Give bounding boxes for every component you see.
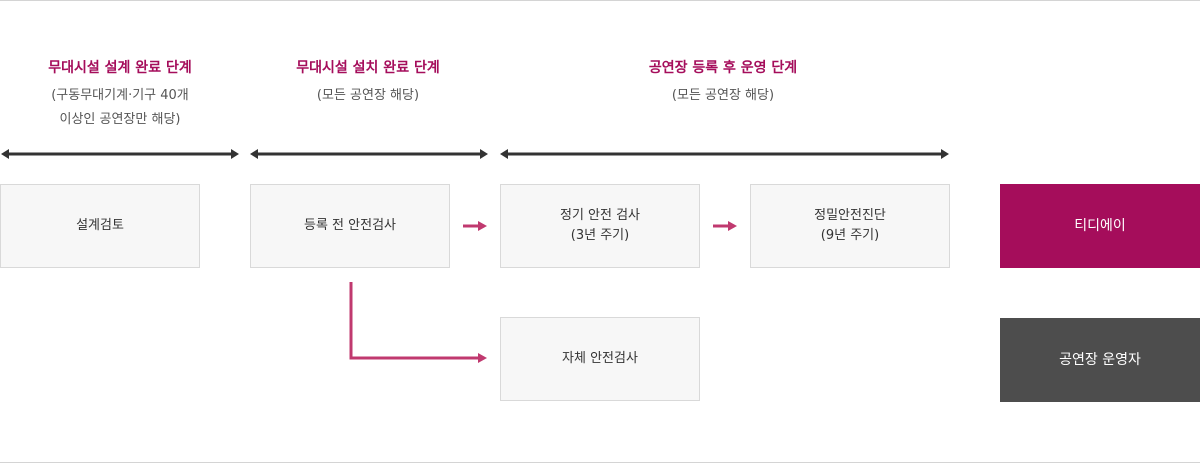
phase-design-subtitle: (구동무대기계·기구 40개 이상인 공연장만 해당) <box>51 88 189 127</box>
phase-design-title: 무대시설 설계 완료 단계 <box>48 60 192 76</box>
top-divider <box>0 0 1200 1</box>
actor-operator: 공연장 운영자 <box>1000 318 1200 402</box>
phase-operation: 공연장 등록 후 운영 단계 (모든 공연장 해당) <box>498 58 948 108</box>
arrow-pre-to-self <box>349 282 487 363</box>
timeline-design <box>1 149 239 159</box>
arrow-regular-to-precision <box>713 221 737 231</box>
arrow-pre-to-regular <box>463 221 487 231</box>
step-pre-registration-inspection: 등록 전 안전검사 <box>250 184 450 268</box>
phase-installation-title: 무대시설 설치 완료 단계 <box>296 60 440 76</box>
phase-operation-title: 공연장 등록 후 운영 단계 <box>648 60 798 76</box>
step-precision-diagnosis: 정밀안전진단 (9년 주기) <box>750 184 950 268</box>
actor-tdi: 티디에이 <box>1000 184 1200 268</box>
phase-installation: 무대시설 설치 완료 단계 (모든 공연장 해당) <box>248 58 488 108</box>
phase-installation-subtitle: (모든 공연장 해당) <box>316 88 420 103</box>
step-design-review: 설계검토 <box>0 184 200 268</box>
phase-design: 무대시설 설계 완료 단계 (구동무대기계·기구 40개 이상인 공연장만 해당… <box>0 58 240 132</box>
timeline-installation <box>250 149 488 159</box>
step-self-inspection: 자체 안전검사 <box>500 317 700 401</box>
timeline-operation <box>500 149 949 159</box>
step-regular-inspection: 정기 안전 검사 (3년 주기) <box>500 184 700 268</box>
phase-operation-subtitle: (모든 공연장 해당) <box>671 88 775 103</box>
